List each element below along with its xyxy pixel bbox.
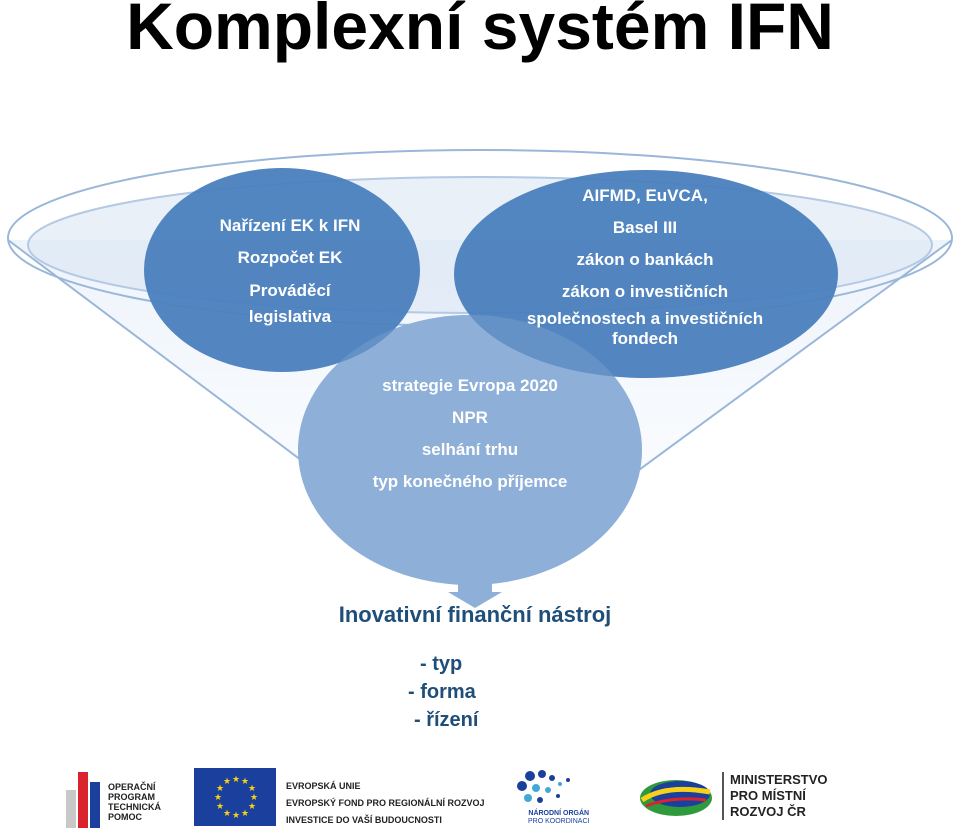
result-item: - forma — [408, 681, 476, 703]
circle-left-line: Prováděcí — [249, 281, 331, 300]
result-item: - typ — [420, 653, 463, 675]
op-line: PROGRAM — [108, 792, 155, 802]
result-list: - typ - forma - řízení — [408, 650, 540, 734]
nok-line: PRO KOORDINACI — [528, 818, 590, 825]
mmr-line: MINISTERSTVO — [730, 772, 828, 787]
svg-text:★: ★ — [248, 802, 256, 812]
circle-left-line: Rozpočet EK — [237, 248, 343, 267]
circle-right-line: Basel III — [612, 218, 678, 237]
mmr-line: ROZVOJ ČR — [730, 804, 806, 819]
svg-text:★: ★ — [214, 793, 222, 803]
eu-text: EVROPSKÁ UNIE EVROPSKÝ FOND PRO REGIONÁL… — [286, 778, 485, 829]
op-line: TECHNICKÁ — [108, 802, 161, 812]
circle-left — [144, 168, 420, 372]
eu-line: EVROPSKÁ UNIE — [286, 781, 361, 791]
mmr-line: PRO MÍSTNÍ — [730, 788, 806, 803]
op-line: OPERAČNÍ — [108, 782, 156, 792]
arrow-down-icon — [448, 578, 502, 608]
circle-left-text: Nařízení EK k IFN Rozpočet EK Prováděcí … — [190, 210, 390, 330]
funnel-diagram — [7, 149, 953, 608]
svg-text:★: ★ — [241, 809, 249, 819]
eu-line: INVESTICE DO VAŠÍ BUDOUCNOSTI — [286, 815, 442, 825]
op-tp-logo: OPERAČNÍ PROGRAM TECHNICKÁ POMOC — [60, 768, 180, 828]
svg-text:★: ★ — [216, 784, 224, 794]
circle-right-line: zákon o investičních — [561, 282, 729, 301]
circle-left-line: Nařízení EK k IFN — [219, 216, 361, 235]
op-line: POMOC — [108, 812, 143, 822]
eu-line: EVROPSKÝ FOND PRO REGIONÁLNÍ ROZVOJ — [286, 798, 485, 808]
svg-text:★: ★ — [223, 809, 231, 819]
circle-right-line: AIFMD, EuVCA, — [582, 186, 708, 205]
svg-text:★: ★ — [232, 775, 240, 785]
circle-bottom-line: strategie Evropa 2020 — [382, 376, 558, 395]
result-item: - řízení — [414, 709, 479, 731]
circle-bottom-line: selhání trhu — [421, 440, 519, 459]
circle-right-line: fondech — [611, 329, 679, 348]
circle-bottom — [298, 315, 642, 585]
circle-bottom-line: NPR — [452, 408, 488, 427]
circle-left-line: legislativa — [248, 307, 332, 326]
circle-bottom-text: strategie Evropa 2020 NPR selhání trhu t… — [330, 370, 610, 498]
circle-right-line: zákon o bankách — [576, 250, 714, 269]
nok-line: NÁRODNÍ ORGÁN — [528, 810, 590, 817]
dots-icon — [517, 770, 570, 803]
circle-right — [454, 170, 838, 378]
circle-bottom-line: typ konečného příjemce — [372, 472, 568, 491]
mmr-emblem-icon — [640, 780, 712, 816]
svg-text:★: ★ — [250, 793, 258, 803]
svg-text:★: ★ — [241, 777, 249, 787]
svg-text:★: ★ — [223, 777, 231, 787]
eu-flag-icon: ★★★ ★★★ ★★★ ★★★ — [194, 768, 276, 826]
result-title: Inovativní finanční nástroj — [338, 602, 612, 627]
footer-logos: OPERAČNÍ PROGRAM TECHNICKÁ POMOC ★★★ ★★★… — [0, 760, 960, 829]
svg-text:★: ★ — [232, 811, 240, 821]
nok-logo: NÁRODNÍ ORGÁN PRO KOORDINACI — [500, 766, 600, 828]
circle-right-line: společnostech a investičních — [526, 309, 764, 328]
svg-text:★: ★ — [248, 784, 256, 794]
svg-text:★: ★ — [216, 802, 224, 812]
page-title: Komplexní systém IFN — [126, 0, 834, 63]
mmr-logo: MINISTERSTVO PRO MÍSTNÍ ROZVOJ ČR — [636, 766, 836, 828]
circle-right-text: AIFMD, EuVCA, Basel III zákon o bankách … — [500, 180, 790, 348]
